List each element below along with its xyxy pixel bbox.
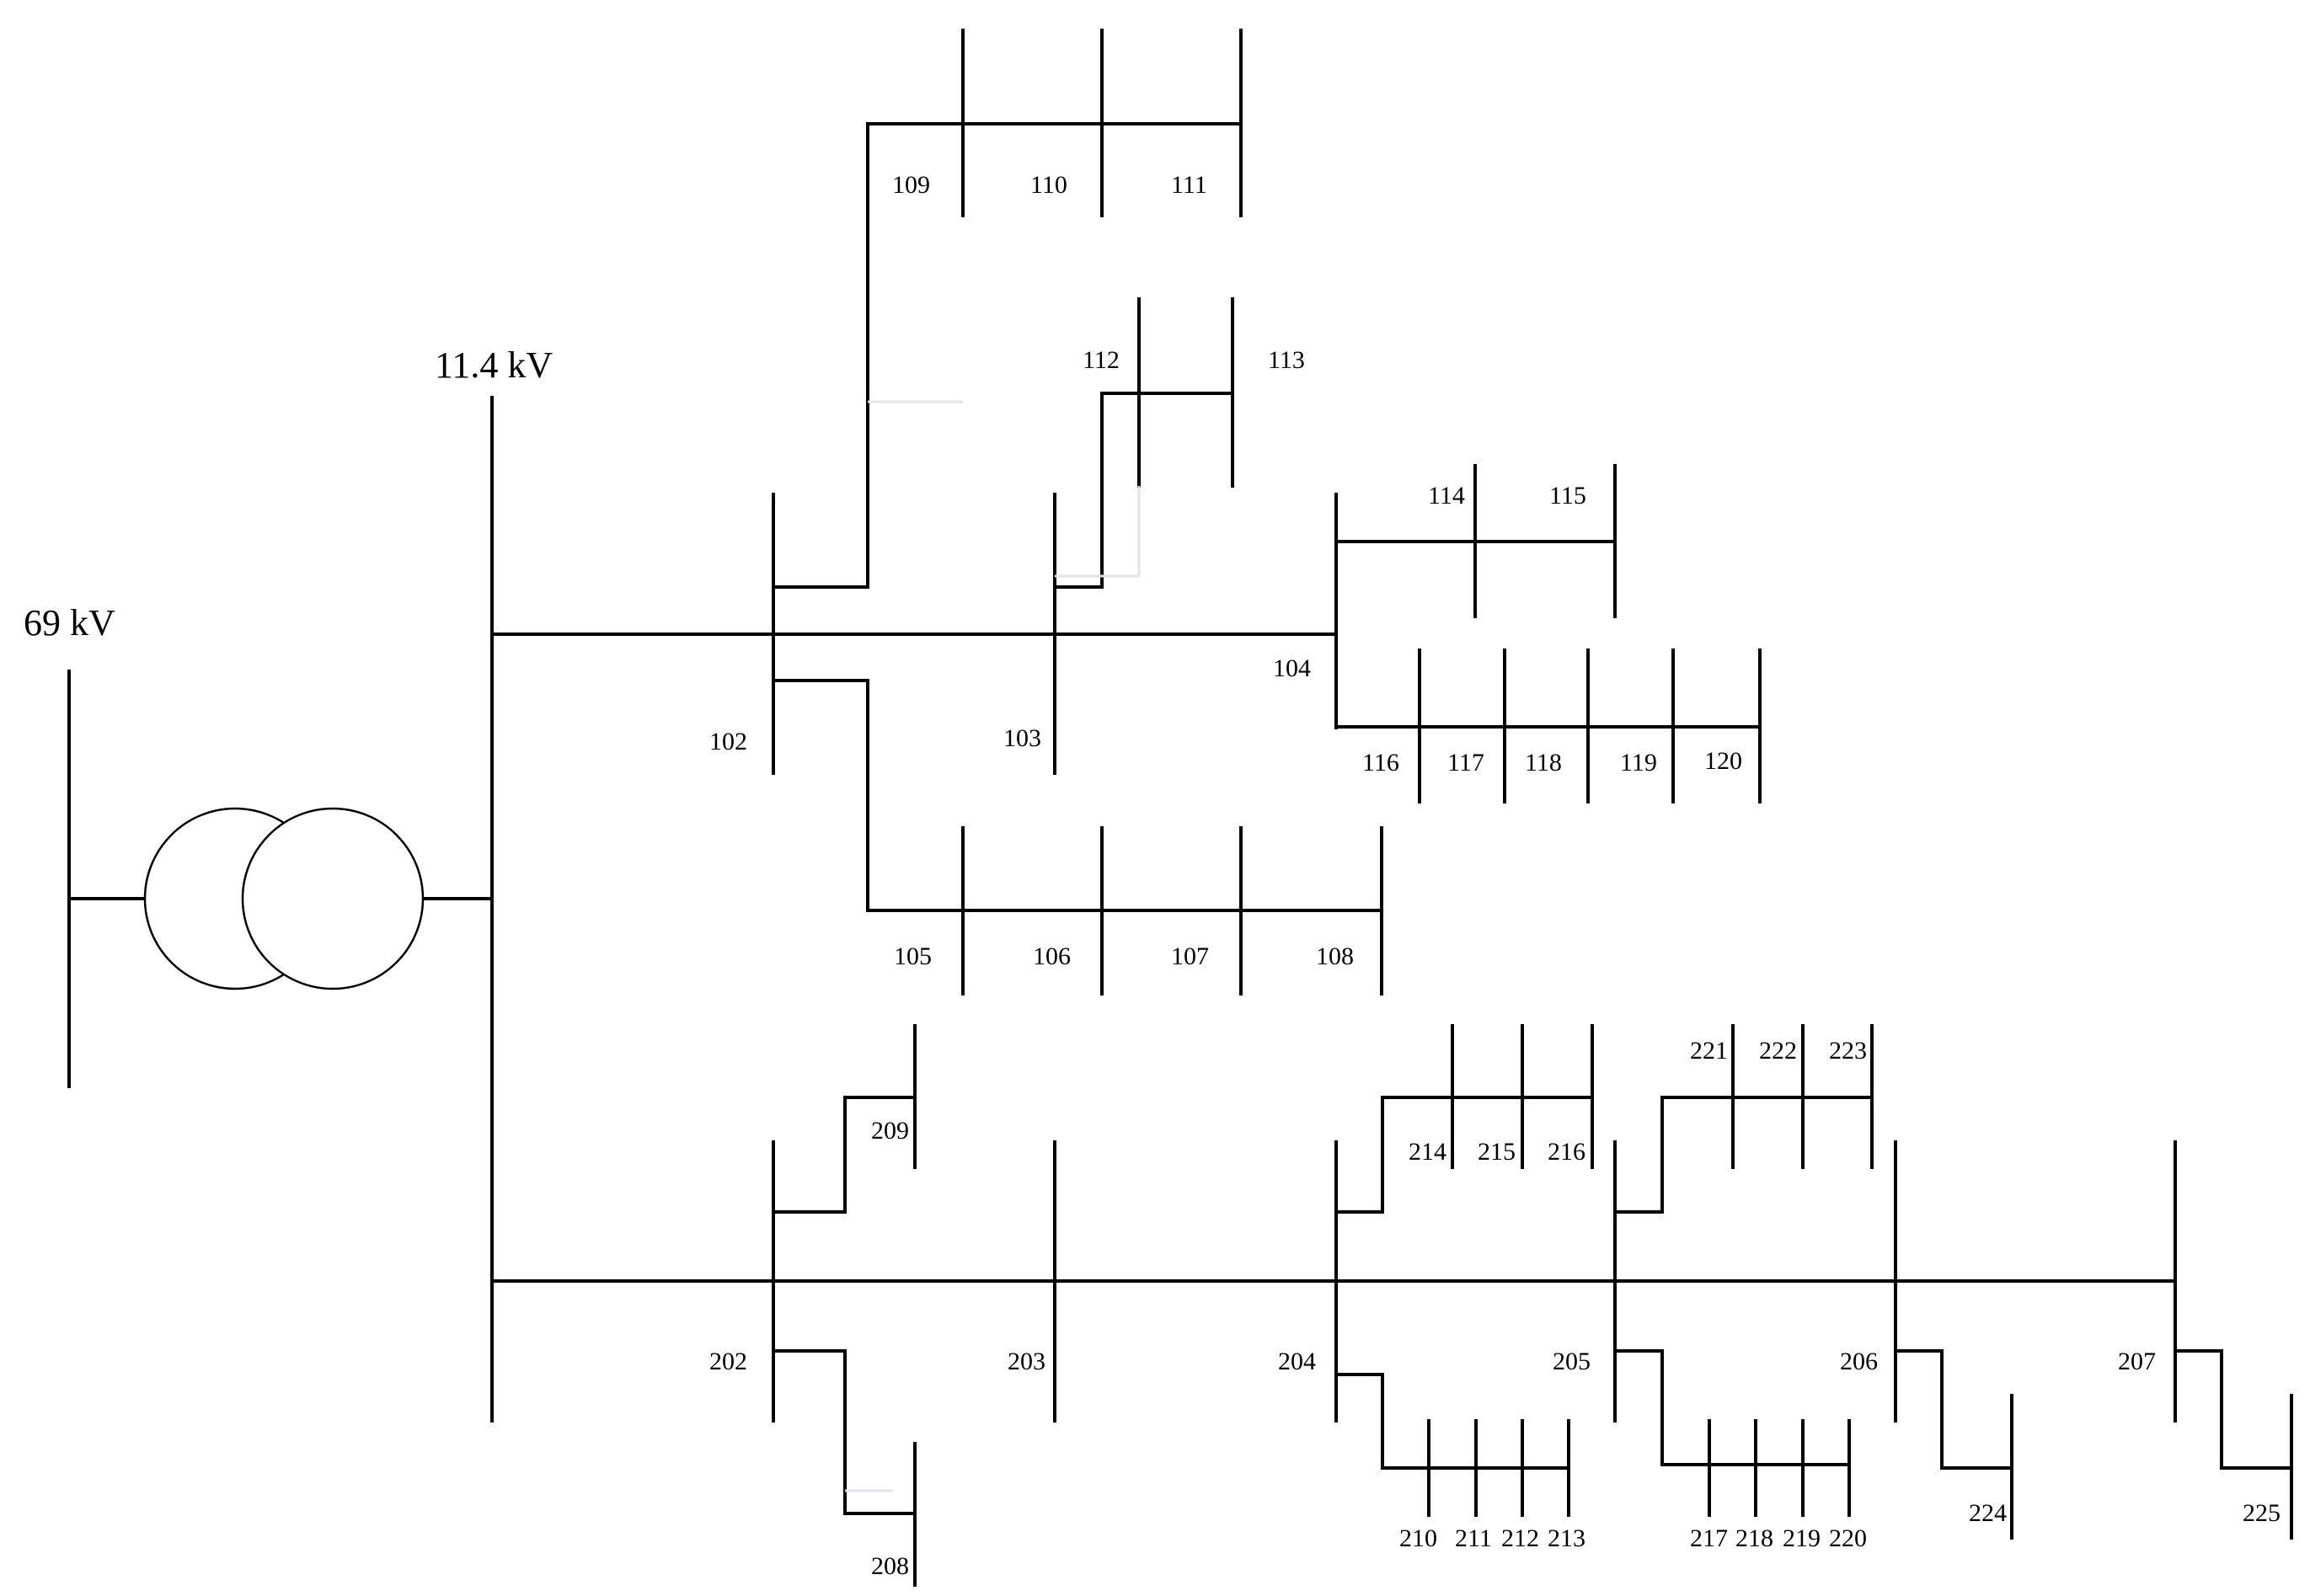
feeder-2-labels: 202 203 204 205 206 207 209 208 214 215 … (709, 1037, 2281, 1580)
source-bus-69kv (67, 670, 147, 1088)
lateral-221-223 (1613, 1096, 1874, 1214)
bus-label: 224 (1969, 1499, 2007, 1527)
lateral-225 (2174, 1349, 2293, 1470)
bus-label: 210 (1399, 1524, 1437, 1552)
bus-label: 221 (1690, 1037, 1728, 1065)
bus-label: 102 (709, 728, 747, 755)
bus-label: 110 (1030, 171, 1067, 199)
bus-label: 114 (1428, 482, 1465, 510)
feeder-1-labels: 102 103 104 109 110 111 112 113 114 115 … (709, 171, 1742, 970)
bus-label: 119 (1620, 749, 1657, 777)
bus-label: 223 (1829, 1037, 1867, 1065)
bus-label: 215 (1478, 1138, 1516, 1166)
bus-label: 205 (1553, 1348, 1591, 1375)
bus-label: 225 (2243, 1499, 2281, 1527)
bus-label: 213 (1548, 1524, 1585, 1552)
lateral-105-108 (772, 679, 1383, 912)
bus-label: 113 (1268, 346, 1305, 374)
bus-label: 202 (709, 1348, 747, 1375)
bus-label: 111 (1171, 171, 1207, 199)
bus-label: 104 (1273, 654, 1311, 682)
bus-label: 120 (1704, 747, 1742, 775)
bus-label: 208 (871, 1552, 909, 1580)
bus-label: 209 (871, 1117, 909, 1145)
bus-label: 109 (892, 171, 930, 199)
lateral-210-213 (1334, 1373, 1570, 1470)
lateral-208 (772, 1349, 917, 1515)
bus-label: 105 (894, 942, 932, 970)
bus-label: 118 (1525, 749, 1562, 777)
bus-label: 220 (1829, 1524, 1867, 1552)
bus-label: 203 (1008, 1348, 1045, 1375)
voltage-label-11kv: 11.4 kV (435, 344, 553, 386)
bus-label: 212 (1501, 1524, 1539, 1552)
bus-label: 222 (1759, 1037, 1797, 1065)
bus-label: 206 (1840, 1348, 1878, 1375)
bus-label: 216 (1548, 1138, 1585, 1166)
bus-label: 116 (1362, 749, 1399, 777)
bus-label: 207 (2118, 1348, 2156, 1375)
lateral-217-220 (1613, 1349, 1851, 1466)
bus-label: 204 (1278, 1348, 1316, 1375)
lateral-209 (772, 1096, 917, 1214)
bus-label: 214 (1409, 1138, 1446, 1166)
bus-label: 112 (1083, 346, 1120, 374)
bus-label: 106 (1033, 942, 1071, 970)
bus-label: 115 (1549, 482, 1586, 510)
voltage-label-69kv: 69 kV (24, 602, 115, 643)
feeder-1 (490, 29, 1762, 995)
bus-label: 117 (1447, 749, 1484, 777)
transformer (143, 807, 425, 990)
lateral-224 (1894, 1349, 2013, 1470)
feeder-2 (490, 1024, 2293, 1587)
lateral-109-111 (772, 122, 1243, 589)
bus-label: 107 (1171, 942, 1209, 970)
bus-label: 218 (1735, 1524, 1773, 1552)
lateral-112-113 (1053, 392, 1234, 589)
bus-label: 103 (1003, 724, 1041, 752)
bus-label: 219 (1783, 1524, 1821, 1552)
bus-label: 217 (1690, 1524, 1728, 1552)
bus-label: 211 (1455, 1524, 1492, 1552)
bus-label: 108 (1316, 942, 1354, 970)
lateral-214-216 (1334, 1096, 1594, 1214)
